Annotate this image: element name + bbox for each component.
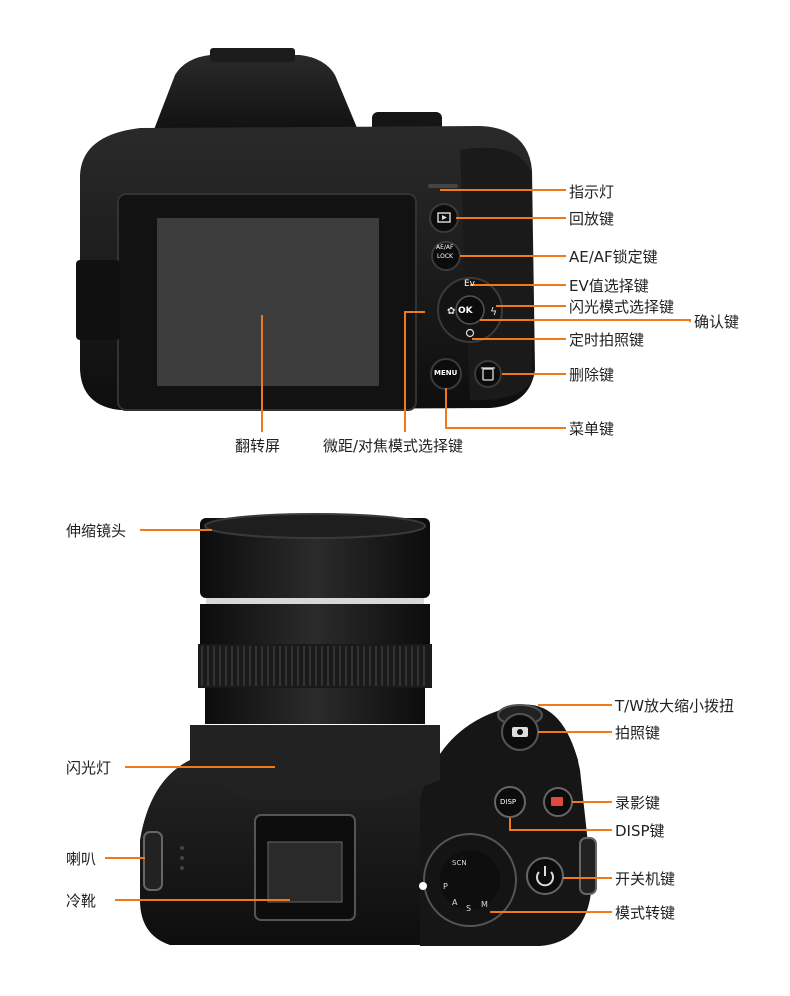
lens-barrel-mid	[200, 604, 430, 644]
dial-mark-m: M	[481, 900, 488, 909]
lens-highlight-ring	[206, 598, 424, 604]
lcd-screen	[157, 218, 379, 386]
right-strap-lug	[579, 837, 597, 895]
lens-front-rim	[204, 513, 426, 539]
timer-icon	[465, 328, 475, 338]
label-delete: 删除键	[569, 366, 615, 384]
dial-mark-s: S	[466, 904, 472, 913]
ev-button-text: Ev	[464, 279, 476, 289]
lens-barrel-base	[205, 688, 425, 724]
label-mode-dial: 模式转键	[615, 904, 676, 922]
macro-icon: ✿	[447, 306, 455, 317]
label-confirm: 确认键	[694, 313, 740, 331]
camera-top-view	[140, 513, 597, 946]
viewfinder-hump	[150, 55, 360, 140]
lens-barrel-front	[200, 518, 430, 598]
label-record: 录影键	[615, 794, 661, 812]
label-flip-screen: 翻转屏	[235, 437, 281, 455]
delete-button	[474, 360, 502, 388]
speaker-holes	[180, 846, 184, 870]
ok-button	[455, 295, 485, 325]
disp-button	[494, 786, 526, 818]
ok-button-text: OK	[458, 306, 473, 316]
aeaf-button-text: AE/AF	[436, 244, 454, 251]
label-hot-shoe: 冷靴	[66, 892, 97, 910]
dial-marker	[419, 882, 427, 890]
screen-hinge	[76, 260, 120, 340]
label-zoom-lever: T/W放大缩小拨扭	[615, 697, 735, 715]
dial-mark-scn: SCN	[452, 859, 467, 867]
playback-icon	[437, 212, 451, 223]
label-shutter: 拍照键	[615, 724, 661, 742]
dial-mark-a: A	[452, 898, 458, 907]
label-flash: 闪光灯	[66, 759, 112, 777]
record-icon	[551, 797, 563, 806]
label-aeaf-lock: AE/AF锁定键	[569, 248, 658, 266]
lock-button-text: LOCK	[437, 253, 453, 260]
label-menu: 菜单键	[569, 420, 615, 438]
flash-icon: ϟ	[490, 305, 497, 318]
label-indicator-light: 指示灯	[569, 183, 615, 201]
label-macro-focus: 微距/对焦模式选择键	[323, 437, 464, 455]
leader-lines	[105, 189, 691, 913]
dial-mark-p: P	[443, 882, 448, 891]
label-ev-select: EV值选择键	[569, 277, 649, 295]
camera-back-view: ϟ ✿	[76, 48, 535, 411]
label-disp: DISP键	[615, 822, 665, 840]
indicator-light	[428, 184, 458, 188]
back-hot-shoe	[210, 48, 295, 62]
left-strap-lug	[143, 831, 163, 891]
trash-icon	[482, 368, 494, 381]
label-playback-button: 回放键	[569, 210, 615, 228]
menu-button-text: MENU	[434, 369, 458, 377]
label-power: 开关机键	[615, 870, 676, 888]
grip	[460, 147, 532, 401]
power-icon	[536, 871, 554, 887]
flash-hump	[190, 725, 440, 800]
label-flash-mode: 闪光模式选择键	[569, 298, 675, 316]
label-speaker: 喇叭	[66, 850, 97, 868]
label-lens: 伸缩镜头	[66, 522, 127, 540]
disp-button-text: DISP	[500, 798, 517, 806]
label-self-timer: 定时拍照键	[569, 331, 645, 349]
